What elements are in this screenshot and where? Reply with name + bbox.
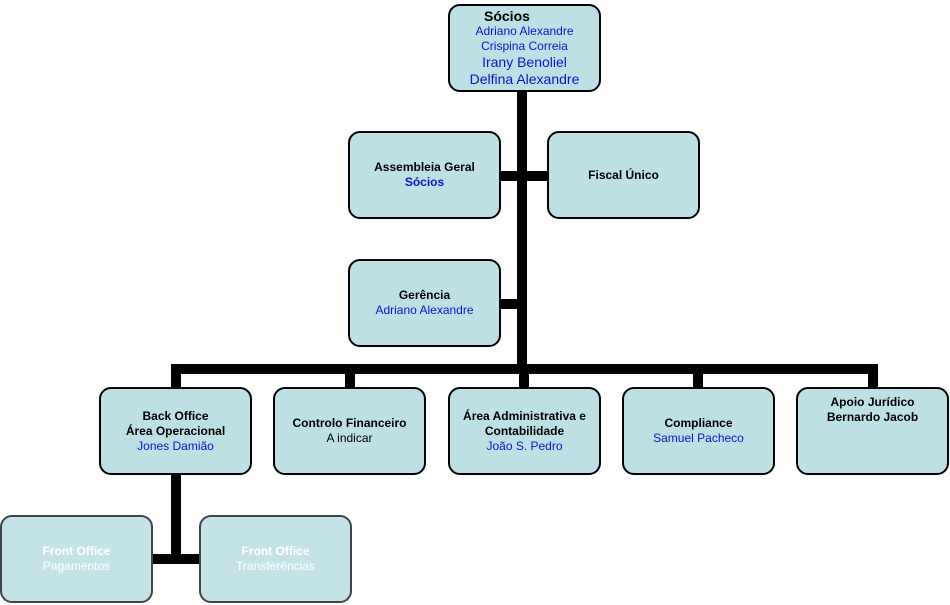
area-admin-subtitle: Contabilidade bbox=[484, 423, 565, 438]
front-office-pagamentos-box: Front Office Pagamentos bbox=[0, 515, 153, 603]
front-office-connector-line bbox=[150, 554, 202, 564]
assembleia-geral-box: Assembleia Geral Sócios bbox=[348, 131, 501, 219]
back-office-subtitle: Área Operacional bbox=[125, 423, 226, 438]
back-office-title: Back Office bbox=[142, 408, 209, 423]
back-office-name: Jones Damião bbox=[137, 438, 214, 453]
drop-line-apoio bbox=[868, 364, 878, 390]
back-office-down-line bbox=[171, 472, 181, 564]
area-admin-title: Área Administrativa e bbox=[463, 408, 586, 423]
gerencia-name: Adriano Alexandre bbox=[375, 303, 474, 317]
controlo-name: A indicar bbox=[326, 431, 373, 445]
socio-name: Delfina Alexandre bbox=[469, 71, 580, 87]
fiscal-unico-box: Fiscal Único bbox=[547, 131, 700, 219]
compliance-title: Compliance bbox=[664, 416, 733, 430]
compliance-name: Samuel Pacheco bbox=[653, 431, 744, 445]
front-pagamentos-sub: Pagamentos bbox=[42, 559, 111, 573]
apoio-juridico-box: Apoio Jurídico Bernardo Jacob bbox=[796, 387, 949, 475]
controlo-financeiro-box: Controlo Financeiro A indicar bbox=[273, 387, 426, 475]
gerencia-box: Gerência Adriano Alexandre bbox=[348, 259, 501, 347]
area-administrativa-box: Área Administrativa e Contabilidade João… bbox=[448, 387, 601, 475]
drop-line-compliance bbox=[693, 364, 703, 390]
front-pagamentos-title: Front Office bbox=[42, 544, 111, 558]
socios-box: Sócios Adriano Alexandre Crispina Correi… bbox=[448, 4, 601, 92]
trunk-vertical-line bbox=[517, 88, 527, 372]
socio-name: Crispina Correia bbox=[481, 39, 568, 53]
apoio-title: Apoio Jurídico bbox=[830, 395, 915, 409]
gerencia-connector-line bbox=[498, 299, 522, 309]
back-office-box: Back Office Área Operacional Jones Damiã… bbox=[99, 387, 252, 475]
compliance-box: Compliance Samuel Pacheco bbox=[622, 387, 775, 475]
drop-line-controlo bbox=[345, 364, 355, 390]
front-transferencias-sub: Transferências bbox=[236, 559, 315, 573]
assembleia-connector-line bbox=[498, 171, 550, 181]
assembleia-members: Sócios bbox=[404, 175, 445, 189]
area-admin-name: João S. Pedro bbox=[486, 438, 563, 453]
apoio-name: Bernardo Jacob bbox=[826, 410, 919, 424]
socio-name: Irany Benoliel bbox=[482, 54, 567, 70]
socios-title: Sócios bbox=[484, 8, 530, 24]
drop-line-area-admin bbox=[519, 364, 529, 390]
socio-name: Adriano Alexandre bbox=[475, 24, 574, 38]
fiscal-title: Fiscal Único bbox=[588, 167, 659, 182]
gerencia-title: Gerência bbox=[398, 288, 451, 302]
front-transferencias-title: Front Office bbox=[241, 544, 310, 558]
assembleia-title: Assembleia Geral bbox=[374, 160, 475, 174]
drop-line-back-office bbox=[171, 364, 181, 390]
controlo-title: Controlo Financeiro bbox=[292, 416, 407, 430]
front-office-transferencias-box: Front Office Transferências bbox=[199, 515, 352, 603]
